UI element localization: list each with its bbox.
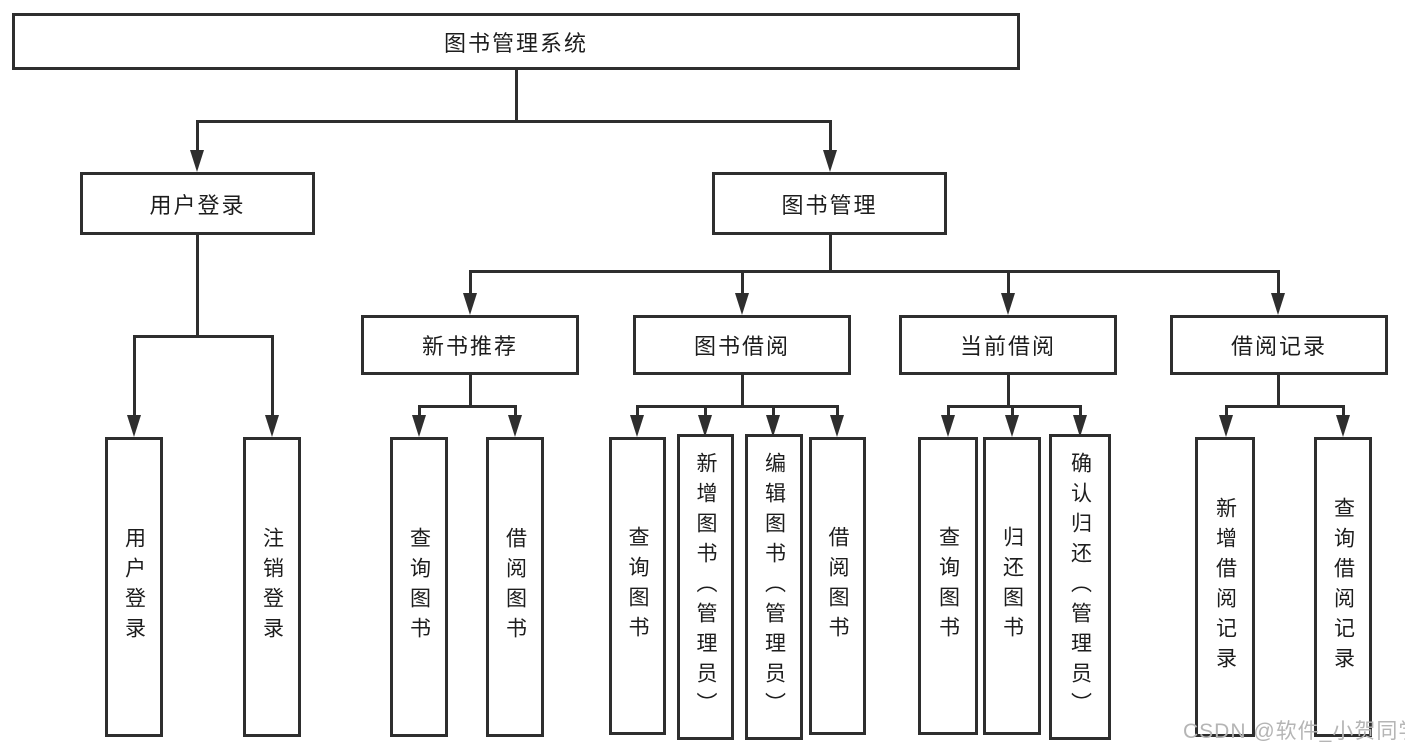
connector-line	[418, 405, 517, 408]
connector-line	[514, 405, 517, 418]
arrow-down-icon	[190, 150, 204, 172]
leaf-confirm-return-admin: 确认归还（管理员）	[1049, 434, 1111, 740]
connector-line	[515, 70, 518, 123]
leaf-label: 查询图书	[407, 527, 431, 647]
arrow-down-icon	[735, 293, 749, 315]
leaf-query-books-recommend: 查询图书	[390, 437, 448, 737]
leaf-query-borrow-record: 查询借阅记录	[1314, 437, 1372, 737]
connector-line	[133, 335, 136, 417]
leaf-add-borrow-record: 新增借阅记录	[1195, 437, 1255, 737]
connector-line	[1011, 405, 1014, 418]
arrow-down-icon	[698, 415, 712, 437]
leaf-query-books-current: 查询图书	[918, 437, 978, 735]
arrow-down-icon	[1336, 415, 1350, 437]
leaf-label: 查询借阅记录	[1331, 497, 1355, 677]
connector-line	[469, 270, 1280, 273]
connector-line	[1079, 405, 1082, 418]
connector-line	[636, 405, 839, 408]
connector-line	[469, 270, 472, 296]
leaf-label: 用户登录	[122, 527, 146, 647]
connector-line	[271, 335, 274, 417]
leaf-borrow-books-recommend: 借阅图书	[486, 437, 544, 737]
arrow-down-icon	[830, 415, 844, 437]
node-new-book-recommendation: 新书推荐	[361, 315, 579, 375]
connector-line	[1225, 405, 1345, 408]
node-current-borrowing: 当前借阅	[899, 315, 1117, 375]
arrow-down-icon	[127, 415, 141, 437]
leaf-label: 注销登录	[260, 527, 284, 647]
arrow-down-icon	[265, 415, 279, 437]
leaf-label: 借阅图书	[503, 527, 527, 647]
connector-line	[1007, 270, 1010, 296]
node-borrowing-records: 借阅记录	[1170, 315, 1388, 375]
connector-line	[196, 120, 199, 152]
arrow-down-icon	[1005, 415, 1019, 437]
arrow-down-icon	[463, 293, 477, 315]
connector-line	[1277, 270, 1280, 296]
arrow-down-icon	[1001, 293, 1015, 315]
connector-line	[133, 335, 274, 338]
leaf-label: 归还图书	[1000, 526, 1024, 646]
leaf-label: 借阅图书	[826, 526, 849, 646]
node-library-management-system: 图书管理系统	[12, 13, 1020, 70]
arrow-down-icon	[823, 150, 837, 172]
connector-line	[741, 270, 744, 296]
leaf-label: 查询图书	[936, 526, 960, 646]
leaf-edit-books-admin: 编辑图书（管理员）	[745, 434, 803, 740]
connector-line	[469, 375, 472, 408]
connector-line	[1225, 405, 1228, 418]
connector-line	[836, 405, 839, 418]
node-book-borrowing: 图书借阅	[633, 315, 851, 375]
connector-line	[704, 405, 707, 418]
leaf-label: 确认归还（管理员）	[1068, 452, 1092, 722]
leaf-return-books: 归还图书	[983, 437, 1041, 735]
leaf-label: 编辑图书（管理员）	[762, 452, 786, 722]
node-user-login: 用户登录	[80, 172, 315, 235]
watermark: CSDN @软件_小贺同学	[1183, 720, 1405, 743]
connector-line	[1007, 375, 1010, 408]
arrow-down-icon	[508, 415, 522, 437]
connector-line	[947, 405, 950, 418]
leaf-borrow-books: 借阅图书	[809, 437, 866, 735]
connector-line	[196, 120, 832, 123]
connector-line	[1277, 375, 1280, 408]
leaf-label: 新增借阅记录	[1213, 497, 1237, 677]
leaf-add-books-admin: 新增图书（管理员）	[677, 434, 734, 740]
arrow-down-icon	[766, 415, 780, 437]
leaf-label: 查询图书	[626, 526, 649, 646]
connector-line	[1342, 405, 1345, 418]
leaf-query-books-borrowing: 查询图书	[609, 437, 666, 735]
arrow-down-icon	[1271, 293, 1285, 315]
connector-line	[829, 120, 832, 152]
node-book-management: 图书管理	[712, 172, 947, 235]
arrow-down-icon	[412, 415, 426, 437]
connector-line	[829, 235, 832, 273]
leaf-label: 新增图书（管理员）	[694, 452, 717, 722]
connector-line	[741, 375, 744, 408]
arrow-down-icon	[1073, 415, 1087, 437]
arrow-down-icon	[630, 415, 644, 437]
connector-line	[947, 405, 1082, 408]
leaf-logout-login: 注销登录	[243, 437, 301, 737]
arrow-down-icon	[941, 415, 955, 437]
leaf-user-login: 用户登录	[105, 437, 163, 737]
connector-line	[418, 405, 421, 418]
arrow-down-icon	[1219, 415, 1233, 437]
connector-line	[772, 405, 775, 418]
connector-line	[196, 235, 199, 338]
connector-line	[636, 405, 639, 418]
